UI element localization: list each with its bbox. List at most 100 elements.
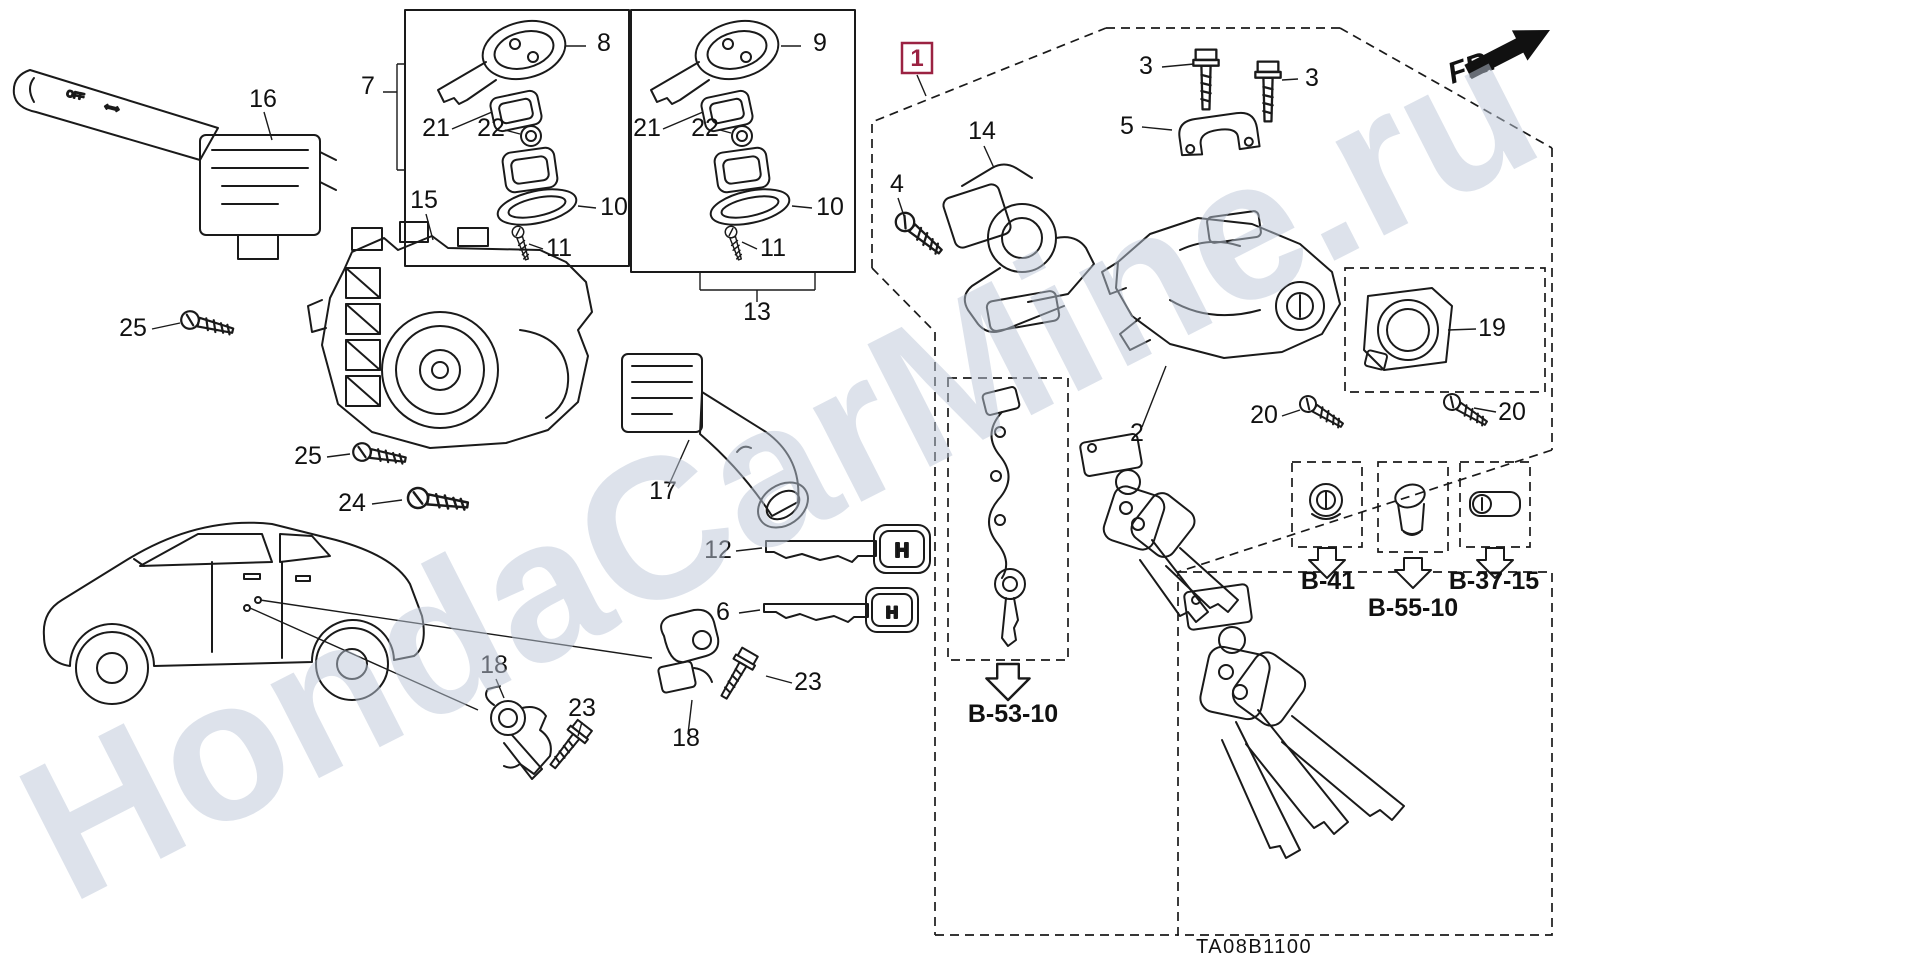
part-21-transmitter-a — [489, 89, 543, 133]
callout-10-b: 10 — [816, 193, 844, 221]
part-8-key-blank — [437, 19, 567, 105]
key-kit-box-7 — [404, 9, 630, 267]
callout-25-a: 25 — [119, 314, 147, 342]
part-10-seal-b — [709, 188, 791, 226]
callout-23-a: 23 — [568, 694, 596, 722]
part-25-screw-a — [178, 308, 236, 341]
callout-3-b: 3 — [1305, 64, 1319, 92]
callout-labels: 1 16 7 8 9 21 22 21 22 10 10 11 11 13 15… — [119, 29, 1526, 752]
part-20-screw-a — [1295, 391, 1348, 433]
callout-5: 5 — [1120, 112, 1134, 140]
reference-codes: B-41 B-55-10 B-37-15 B-53-10 — [968, 567, 1539, 728]
part-23-bolt-b — [713, 645, 761, 704]
part-15-combination-switch-base — [307, 221, 593, 449]
callout-11-b: 11 — [760, 234, 786, 262]
part-21-transmitter-b — [700, 89, 754, 133]
callout-18-a: 18 — [480, 651, 508, 679]
part-2-steering-lock — [1101, 210, 1341, 359]
part-5-clamp — [1178, 111, 1261, 157]
callout-23-b: 23 — [794, 668, 822, 696]
callout-4: 4 — [890, 170, 904, 198]
callout-15: 15 — [410, 186, 438, 214]
group-19-dashed-box — [1344, 267, 1546, 393]
part-17-wiper-switch — [621, 353, 809, 529]
part-b41-cylinder — [1309, 483, 1343, 520]
part-22-battery-b — [731, 125, 753, 147]
bracket-13 — [699, 272, 816, 302]
callout-20-b: 20 — [1498, 398, 1526, 426]
stalk-off-marking: OFF — [66, 88, 86, 102]
callout-22-a: 22 — [477, 114, 505, 142]
master-key-set — [1183, 583, 1405, 859]
part-3-bolt-a — [1192, 48, 1220, 111]
callout-2: 2 — [1130, 419, 1144, 447]
part-19-immobilizer-ring — [1363, 287, 1453, 371]
key-kit-box-13 — [630, 9, 856, 273]
part-remote-case-a — [501, 146, 559, 194]
honda-logo-icon: H — [895, 540, 909, 562]
honda-logo-icon: H — [886, 603, 898, 622]
part-14-ignition-switch — [942, 163, 1095, 333]
group-b37-dashed-box — [1459, 461, 1531, 548]
callout-16: 16 — [249, 85, 277, 113]
callout-24: 24 — [338, 489, 366, 517]
part-remote-case-b — [713, 146, 771, 194]
callout-1: 1 — [910, 45, 923, 72]
callout-17: 17 — [649, 477, 677, 505]
callout-12: 12 — [704, 536, 732, 564]
b55-arrow-icon — [1394, 557, 1432, 589]
callout-14: 14 — [968, 117, 996, 145]
group-b55-dashed-box — [1377, 461, 1449, 553]
b53-arrow-icon — [985, 662, 1031, 702]
part-22-battery-a — [520, 125, 542, 147]
leader-lines — [151, 45, 1497, 737]
ref-b37-15: B-37-15 — [1449, 567, 1539, 595]
part-b53-valet-key-cable — [981, 386, 1026, 647]
callout-25-b: 25 — [294, 442, 322, 470]
group-key-set-dashed-box — [1177, 571, 1553, 936]
part-4-screw — [890, 207, 948, 260]
callout-13: 13 — [743, 298, 771, 326]
callout-21-a: 21 — [422, 114, 450, 142]
callout-21-b: 21 — [633, 114, 661, 142]
part-12-master-key: H — [765, 524, 931, 574]
part-2-key-set — [1079, 433, 1239, 623]
stalk-turn-arrows-marking: ⇦⇨ — [104, 101, 121, 114]
callout-19: 19 — [1478, 314, 1506, 342]
part-11-screw-b — [723, 224, 747, 262]
callout-20-a: 20 — [1250, 401, 1278, 429]
group-b53-dashed-box — [947, 377, 1069, 661]
diagram-code: TA08B1100 — [1196, 936, 1312, 958]
callout-9: 9 — [813, 29, 827, 57]
fr-direction-indicator: FR. — [1444, 30, 1550, 91]
callout-7: 7 — [361, 72, 375, 100]
part-b37-cylinder — [1469, 491, 1521, 517]
callout-8: 8 — [597, 29, 611, 57]
callout-1-highlight-box — [900, 41, 934, 75]
part-25-screw-b — [350, 440, 408, 470]
group-b41-dashed-box — [1291, 461, 1363, 548]
bracket-7 — [383, 63, 405, 171]
part-b55-cylinder — [1394, 483, 1426, 536]
group-1-dashed-boundary — [871, 27, 1553, 936]
ref-b41: B-41 — [1301, 567, 1355, 595]
callout-3-a: 3 — [1139, 52, 1153, 80]
ref-b53-10: B-53-10 — [968, 700, 1058, 728]
callout-11-a: 11 — [546, 234, 572, 262]
part-10-seal-a — [496, 188, 578, 226]
part-18-door-switch — [657, 608, 720, 694]
fr-arrow-icon — [1464, 30, 1550, 80]
part-20-screw-b — [1439, 389, 1492, 431]
car-to-part-lines — [249, 599, 653, 711]
part-9-key-blank — [650, 19, 780, 105]
callout-10-a: 10 — [600, 193, 628, 221]
callout-6: 6 — [716, 598, 730, 626]
ref-b55-10: B-55-10 — [1368, 594, 1458, 622]
part-6-sub-key: H — [763, 587, 919, 633]
part-16-turn-signal-switch: OFF ⇦⇨ — [12, 69, 337, 260]
callout-18-b: 18 — [672, 724, 700, 752]
part-18-door-lock-cylinder — [485, 685, 552, 780]
callout-22-b: 22 — [691, 114, 719, 142]
